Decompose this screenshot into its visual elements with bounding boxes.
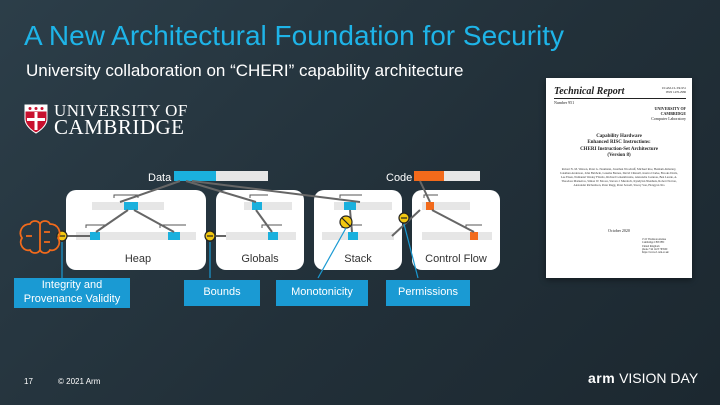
report-authors: Robert N. M. Watson, Peter G. Neumann, J… (560, 167, 678, 187)
report-date: October 2020 (608, 228, 630, 233)
arm-brand: arm (588, 370, 616, 386)
monotonicity-tag: Monotonicity (276, 280, 368, 306)
permissions-tag: Permissions (386, 280, 470, 306)
event-name: VISION DAY (619, 370, 699, 386)
bounds-tag: Bounds (184, 280, 260, 306)
cambridge-crest-icon (24, 104, 48, 134)
processor-brain-icon (19, 220, 61, 254)
copyright: © 2021 Arm (58, 377, 101, 386)
cheri-capability-diagram: Data Code (19, 171, 500, 279)
code-memory-segment (414, 171, 444, 181)
university-logo: UNIVERSITY OF CAMBRIDGE (24, 102, 187, 139)
report-rule (554, 98, 686, 99)
code-memory-bar (414, 171, 480, 181)
heap-label: Heap (125, 253, 151, 265)
slide-subtitle: University collaboration on “CHERI” capa… (26, 61, 464, 80)
slide-title: A New Architectural Foundation for Secur… (24, 20, 565, 51)
data-label: Data (148, 172, 172, 184)
data-memory-bar (174, 171, 268, 181)
page-number: 17 (24, 377, 33, 386)
data-memory-segment (174, 171, 216, 181)
integrity-provenance-tag: Integrity and Provenance Validity (14, 278, 130, 308)
university-name-line1: UNIVERSITY OF (54, 101, 188, 120)
integrity-tag-line1: Integrity and (41, 279, 103, 292)
report-title: Technical Report (554, 86, 625, 97)
control-flow-label: Control Flow (425, 253, 487, 265)
code-label: Code (386, 172, 412, 184)
arm-vision-day-logo: arm VISION DAY (588, 370, 698, 386)
university-name-line2: CAMBRIDGE (54, 115, 185, 139)
integrity-tag-line2: Provenance Validity (23, 293, 121, 305)
report-number: Number 951 (554, 100, 575, 105)
stack-label: Stack (344, 253, 372, 265)
globals-label: Globals (241, 253, 279, 265)
